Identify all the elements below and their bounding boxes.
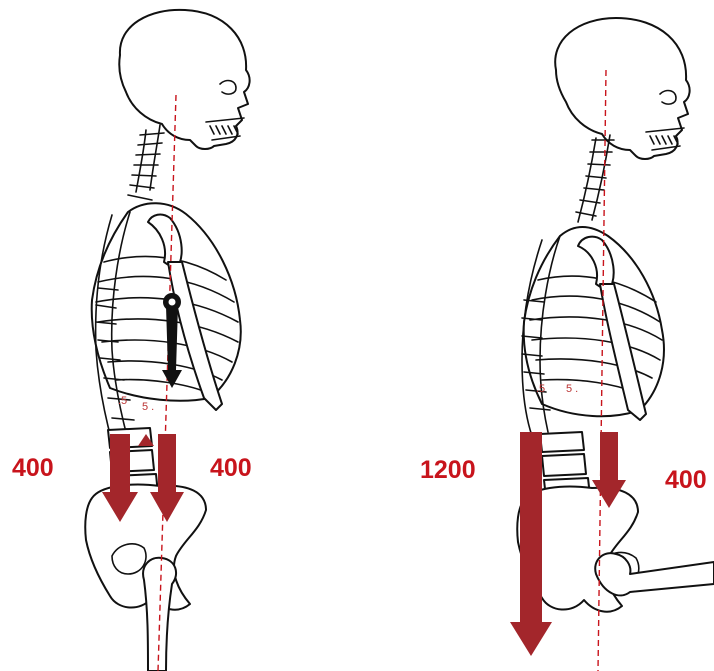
left-force-label-posterior: 400 bbox=[12, 454, 54, 482]
left-skeleton: .5 5 . bbox=[85, 10, 249, 671]
left-force-label-anterior: 400 bbox=[210, 454, 252, 482]
right-skeleton: .5 5 . bbox=[517, 18, 714, 671]
right-force-label-anterior: 400 bbox=[665, 466, 707, 494]
svg-text:5 .: 5 . bbox=[142, 401, 154, 413]
svg-text:5 .: 5 . bbox=[566, 383, 578, 395]
left-skull bbox=[119, 10, 249, 149]
right-force-label-posterior: 1200 bbox=[420, 456, 476, 484]
left-femur bbox=[143, 558, 176, 671]
svg-text:.5: .5 bbox=[118, 395, 127, 407]
svg-text:.5: .5 bbox=[536, 383, 545, 395]
right-femur bbox=[595, 553, 714, 595]
